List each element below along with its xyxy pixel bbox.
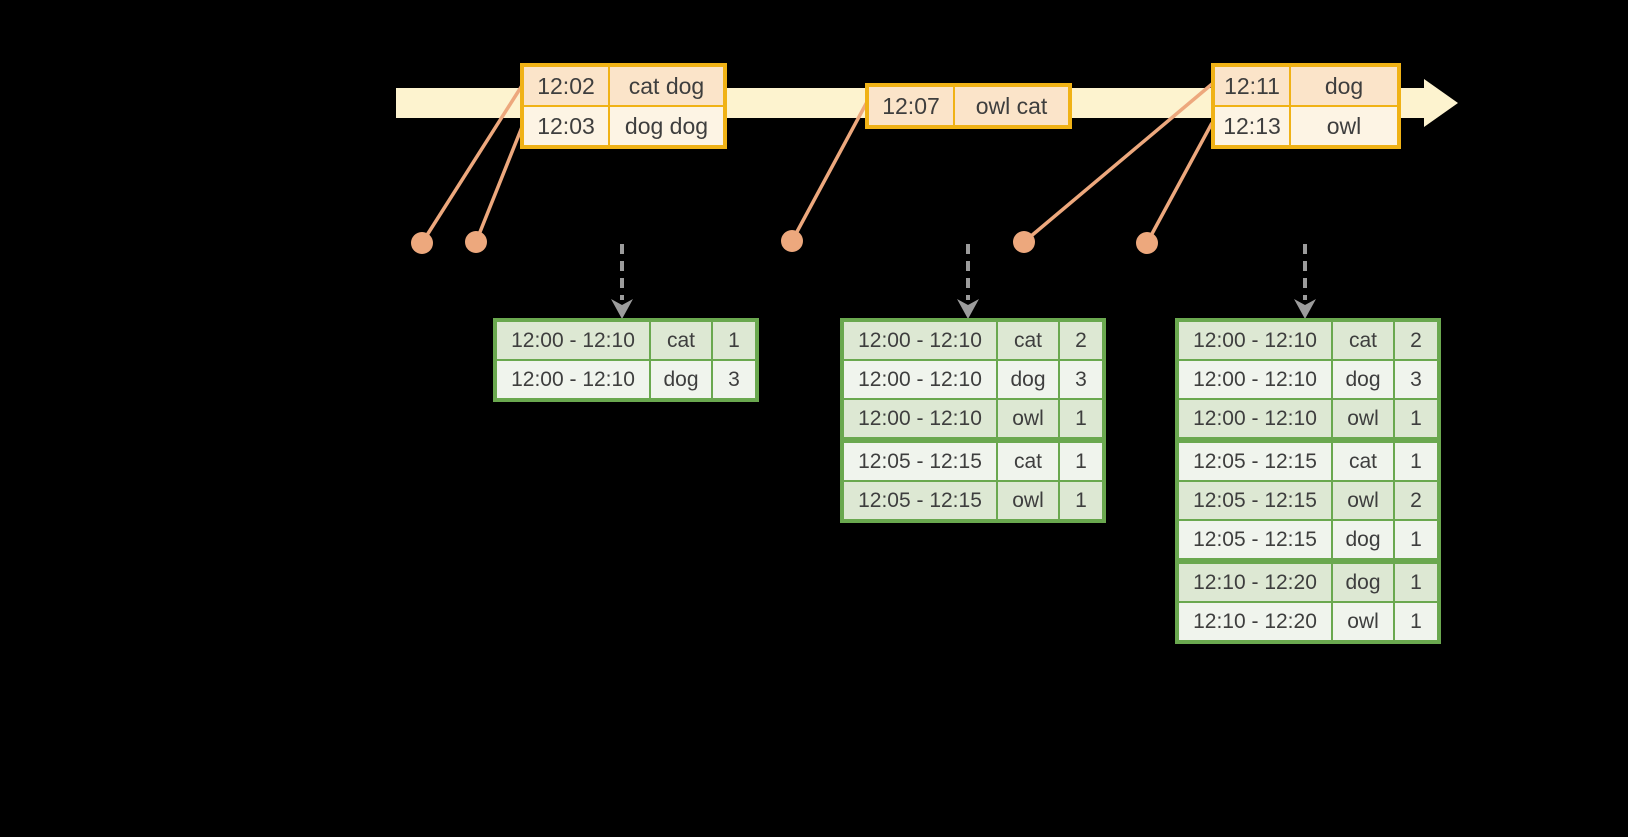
trigger-arrow-icon <box>1294 244 1316 319</box>
count-cell: 2 <box>1058 319 1105 361</box>
event-row: 12:13 owl <box>1212 105 1400 148</box>
input-batch-table-2: 12:07 owl cat <box>865 83 1072 129</box>
window-cell: 12:05 - 12:15 <box>1176 519 1333 562</box>
count-cell: 1 <box>1058 398 1105 441</box>
result-row: 12:05 - 12:15 owl 1 <box>841 480 1105 522</box>
word-cell: owl <box>996 398 1060 441</box>
window-cell: 12:10 - 12:20 <box>1176 558 1333 603</box>
event-dot-icon <box>411 232 433 254</box>
window-cell: 12:00 - 12:10 <box>1176 319 1333 361</box>
event-words: cat dog <box>608 64 726 107</box>
event-row: 12:02 cat dog <box>521 64 726 107</box>
event-row: 12:07 owl cat <box>866 84 1071 128</box>
window-cell: 12:00 - 12:10 <box>841 359 998 400</box>
count-cell: 1 <box>1058 480 1105 522</box>
window-cell: 12:10 - 12:20 <box>1176 601 1333 643</box>
result-row: 12:00 - 12:10 dog 3 <box>494 359 758 401</box>
result-table-2: 12:00 - 12:10 cat 2 12:00 - 12:10 dog 3 … <box>840 318 1106 523</box>
window-cell: 12:00 - 12:10 <box>1176 359 1333 400</box>
result-row: 12:05 - 12:15 cat 1 <box>841 437 1105 482</box>
word-cell: owl <box>1331 601 1395 643</box>
count-cell: 1 <box>711 319 758 361</box>
event-connector-line <box>1022 82 1214 244</box>
event-dot-icon <box>1136 232 1158 254</box>
word-cell: cat <box>1331 319 1395 361</box>
event-time: 12:11 <box>1212 64 1291 107</box>
count-cell: 1 <box>1393 398 1440 441</box>
count-cell: 2 <box>1393 480 1440 521</box>
result-row: 12:10 - 12:20 dog 1 <box>1176 558 1440 603</box>
window-cell: 12:00 - 12:10 <box>1176 398 1333 441</box>
input-batch-table-3: 12:11 dog 12:13 owl <box>1211 63 1401 149</box>
word-cell: cat <box>649 319 713 361</box>
event-words: owl cat <box>953 84 1071 128</box>
window-cell: 12:05 - 12:15 <box>1176 480 1333 521</box>
event-connector-line <box>474 121 526 243</box>
event-words: dog <box>1289 64 1400 107</box>
event-words: owl <box>1289 105 1400 148</box>
count-cell: 1 <box>1393 519 1440 562</box>
event-row: 12:11 dog <box>1212 64 1400 107</box>
count-cell: 3 <box>1058 359 1105 400</box>
word-cell: dog <box>996 359 1060 400</box>
event-time: 12:02 <box>521 64 610 107</box>
word-cell: owl <box>996 480 1060 522</box>
result-row: 12:00 - 12:10 cat 2 <box>841 319 1105 361</box>
word-cell: dog <box>1331 558 1395 603</box>
count-cell: 1 <box>1058 437 1105 482</box>
word-cell: cat <box>1331 437 1395 482</box>
event-connector-line <box>1145 122 1214 244</box>
timeline-arrowhead-icon <box>1424 79 1458 127</box>
event-dot-icon <box>1013 231 1035 253</box>
event-connector-line <box>790 101 869 242</box>
word-cell: cat <box>996 319 1060 361</box>
result-row: 12:00 - 12:10 cat 1 <box>494 319 758 361</box>
event-time: 12:13 <box>1212 105 1291 148</box>
result-row: 12:00 - 12:10 dog 3 <box>1176 359 1440 400</box>
event-time: 12:03 <box>521 105 610 148</box>
count-cell: 2 <box>1393 319 1440 361</box>
result-row: 12:05 - 12:15 owl 2 <box>1176 480 1440 521</box>
window-cell: 12:00 - 12:10 <box>494 359 651 401</box>
window-cell: 12:00 - 12:10 <box>841 398 998 441</box>
result-row: 12:05 - 12:15 cat 1 <box>1176 437 1440 482</box>
result-table-3: 12:00 - 12:10 cat 2 12:00 - 12:10 dog 3 … <box>1175 318 1441 644</box>
word-cell: owl <box>1331 480 1395 521</box>
count-cell: 3 <box>711 359 758 401</box>
word-cell: cat <box>996 437 1060 482</box>
count-cell: 1 <box>1393 601 1440 643</box>
event-time: 12:07 <box>866 84 955 128</box>
result-row: 12:05 - 12:15 dog 1 <box>1176 519 1440 562</box>
result-row: 12:00 - 12:10 owl 1 <box>1176 398 1440 441</box>
trigger-arrow-icon <box>957 244 979 319</box>
count-cell: 3 <box>1393 359 1440 400</box>
result-table-1: 12:00 - 12:10 cat 1 12:00 - 12:10 dog 3 <box>493 318 759 402</box>
event-dot-icon <box>465 231 487 253</box>
word-cell: dog <box>1331 359 1395 400</box>
result-row: 12:00 - 12:10 cat 2 <box>1176 319 1440 361</box>
word-cell: dog <box>649 359 713 401</box>
event-row: 12:03 dog dog <box>521 105 726 148</box>
window-cell: 12:00 - 12:10 <box>841 319 998 361</box>
event-words: dog dog <box>608 105 726 148</box>
result-row: 12:10 - 12:20 owl 1 <box>1176 601 1440 643</box>
count-cell: 1 <box>1393 558 1440 603</box>
window-cell: 12:05 - 12:15 <box>1176 437 1333 482</box>
window-cell: 12:00 - 12:10 <box>494 319 651 361</box>
count-cell: 1 <box>1393 437 1440 482</box>
word-cell: owl <box>1331 398 1395 441</box>
trigger-arrow-icon <box>611 244 633 319</box>
result-row: 12:00 - 12:10 dog 3 <box>841 359 1105 400</box>
event-dot-icon <box>781 230 803 252</box>
event-connector-line <box>420 83 525 244</box>
word-cell: dog <box>1331 519 1395 562</box>
result-row: 12:00 - 12:10 owl 1 <box>841 398 1105 441</box>
window-cell: 12:05 - 12:15 <box>841 437 998 482</box>
window-cell: 12:05 - 12:15 <box>841 480 998 522</box>
input-batch-table-1: 12:02 cat dog 12:03 dog dog <box>520 63 727 149</box>
